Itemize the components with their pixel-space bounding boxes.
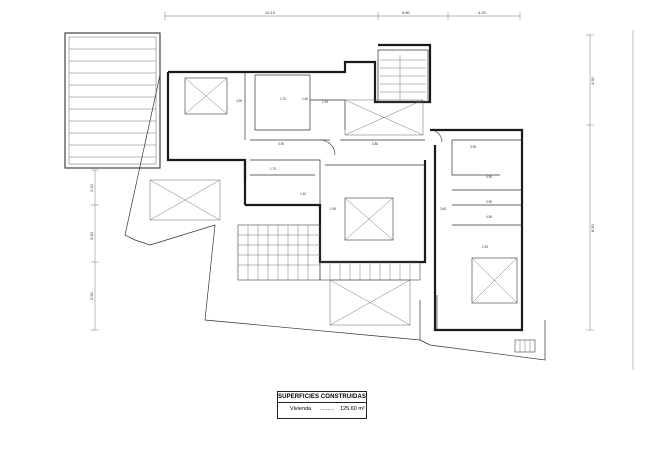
terrace-outline <box>124 74 546 361</box>
room-labels: 4.90 1.70 1.60 3.80 3.90 1.90 3.90 4.90 … <box>236 97 492 249</box>
legend-value: 125.60 m² <box>340 406 365 412</box>
room-label: 3.90 <box>278 142 284 146</box>
void-crossings <box>149 99 424 326</box>
legend-label: Vivienda <box>290 406 311 412</box>
room-label: 1.90 <box>322 100 328 104</box>
dim-top-2: 6.80 <box>402 10 411 15</box>
legend-dots: ......... <box>320 406 334 412</box>
staircase <box>377 49 429 103</box>
exterior-walls <box>166 43 524 332</box>
room-label: 3.90 <box>486 200 492 204</box>
room-label: 1.70 <box>280 97 286 101</box>
bed-2 <box>344 197 394 241</box>
right-dimension-line: 4.30 8.50 <box>586 30 634 370</box>
room-label: 3.90 <box>470 145 476 149</box>
bed-3 <box>471 257 518 304</box>
interior-walls <box>244 72 522 330</box>
entrance-door <box>319 129 443 156</box>
tiled-terrace <box>237 224 421 281</box>
room-label: 3.60 <box>440 207 446 211</box>
bottom-right-steps <box>514 339 536 353</box>
room-label: 4.90 <box>236 99 242 103</box>
pergola-roof <box>64 32 161 169</box>
surface-legend: SUPERFICIES CONSTRUIDAS Vivienda .......… <box>277 391 367 419</box>
dim-top-3: 4.20 <box>478 10 487 15</box>
dim-top-1: 10.10 <box>265 10 276 15</box>
bed-1 <box>184 77 228 115</box>
dim-left-1: 2.20 <box>89 183 94 192</box>
dim-right-2: 8.50 <box>590 223 595 232</box>
room-label: 3.80 <box>372 142 378 146</box>
room-label: 1.70 <box>270 167 276 171</box>
legend-title: SUPERFICIES CONSTRUIDAS <box>278 393 366 403</box>
dim-left-3: 5.90 <box>89 291 94 300</box>
room-label: 4.50 <box>486 215 492 219</box>
room-label: 2.20 <box>482 245 488 249</box>
room-label: 2.90 <box>330 207 336 211</box>
room-label: 1.60 <box>302 97 308 101</box>
room-label: 1.40 <box>300 192 306 196</box>
left-dimension-line: 2.20 3.90 5.90 <box>89 169 99 331</box>
dim-left-2: 3.90 <box>89 231 94 240</box>
dim-right-1: 4.30 <box>590 76 595 85</box>
room-label: 4.90 <box>486 175 492 179</box>
top-dimension-line: 10.10 6.80 4.20 <box>164 10 521 20</box>
